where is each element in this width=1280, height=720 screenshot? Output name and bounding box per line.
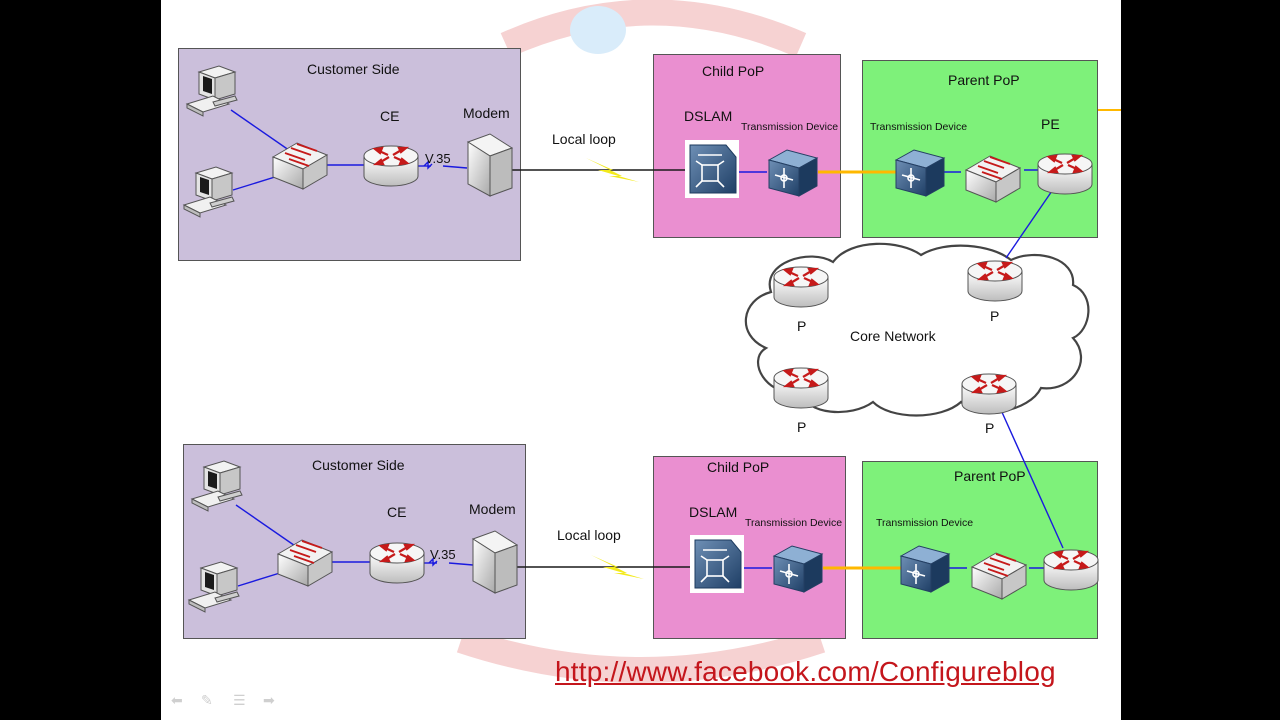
- watermark-logo: [456, 0, 826, 683]
- bottom-local-loop-label: Local loop: [557, 527, 621, 543]
- bottom-parent-pop-box: [862, 461, 1098, 639]
- top-pe-label: PE: [1041, 116, 1060, 132]
- bottom-child-transmission-icon: [773, 545, 823, 593]
- bottom-switch-icon: [277, 539, 333, 587]
- bottom-ce-label: CE: [387, 504, 407, 520]
- top-parent-pop-box: [862, 60, 1098, 238]
- core-p-router-2-icon: [966, 259, 1024, 303]
- core-p-label-3: P: [797, 419, 807, 435]
- core-p-router-4-icon: [960, 372, 1018, 416]
- core-p-router-3-icon: [772, 366, 830, 410]
- bottom-customer-side-label: Customer Side: [312, 457, 405, 473]
- top-child-transmission-label: Transmission Device: [741, 121, 839, 133]
- core-p-label-4: P: [985, 420, 995, 436]
- top-child-pop-label: Child PoP: [702, 63, 765, 79]
- bottom-parent-transmission-label: Transmission Device: [876, 517, 974, 529]
- top-parent-pop-label: Parent PoP: [948, 72, 1020, 88]
- top-v35-label: V.35: [425, 151, 451, 166]
- bottom-parent-switch-icon: [971, 552, 1027, 600]
- pen-tool-icon[interactable]: ✎: [201, 692, 213, 708]
- bottom-modem-label: Modem: [469, 501, 516, 517]
- top-parent-transmission-icon: [895, 149, 945, 197]
- top-local-loop-label: Local loop: [552, 131, 616, 147]
- bottom-pc-1-icon: [191, 460, 243, 512]
- core-p-router-1-icon: [772, 265, 830, 309]
- core-p-label-1: P: [797, 318, 807, 334]
- top-parent-switch-icon: [965, 155, 1021, 203]
- top-dslam-label: DSLAM: [684, 108, 733, 124]
- slide-menu-icon[interactable]: ☰: [233, 692, 246, 708]
- slide: Customer Side CE V.35 Modem Local loop C…: [161, 0, 1121, 720]
- core-network-label: Core Network: [850, 328, 936, 344]
- prev-slide-icon[interactable]: ⬅: [171, 692, 183, 708]
- bottom-child-transmission-label: Transmission Device: [745, 517, 843, 529]
- top-ce-router-icon: [362, 144, 420, 188]
- bottom-pe-router-icon: [1042, 548, 1100, 592]
- top-pe-router-icon: [1036, 152, 1094, 196]
- bottom-pc-2-icon: [188, 561, 240, 613]
- bottom-v35-label: V.35: [430, 547, 456, 562]
- facebook-url-link[interactable]: http://www.facebook.com/Configureblog: [555, 656, 1056, 687]
- next-slide-icon[interactable]: ➡: [263, 692, 275, 708]
- top-parent-transmission-label: Transmission Device: [870, 121, 968, 133]
- bottom-ce-router-icon: [368, 541, 426, 585]
- top-pc-1-icon: [186, 65, 238, 117]
- bottom-parent-pop-label: Parent PoP: [954, 468, 1026, 484]
- bottom-parent-transmission-icon: [900, 545, 950, 593]
- bottom-dslam-icon: [689, 534, 745, 594]
- top-modem-label: Modem: [463, 105, 510, 121]
- top-ce-label: CE: [380, 108, 400, 124]
- bottom-modem-icon: [472, 530, 518, 594]
- top-child-pop-box: [653, 54, 841, 238]
- top-child-transmission-icon: [768, 149, 818, 197]
- bottom-child-pop-box: [653, 456, 846, 639]
- top-customer-side-label: Customer Side: [307, 61, 400, 77]
- top-modem-icon: [467, 133, 513, 197]
- top-pc-2-icon: [183, 166, 235, 218]
- core-p-label-2: P: [990, 308, 1000, 324]
- device-icons: [183, 65, 1100, 613]
- top-switch-icon: [272, 142, 328, 190]
- bottom-dslam-label: DSLAM: [689, 504, 738, 520]
- bottom-child-pop-label: Child PoP: [707, 459, 770, 475]
- top-dslam-icon: [684, 139, 740, 199]
